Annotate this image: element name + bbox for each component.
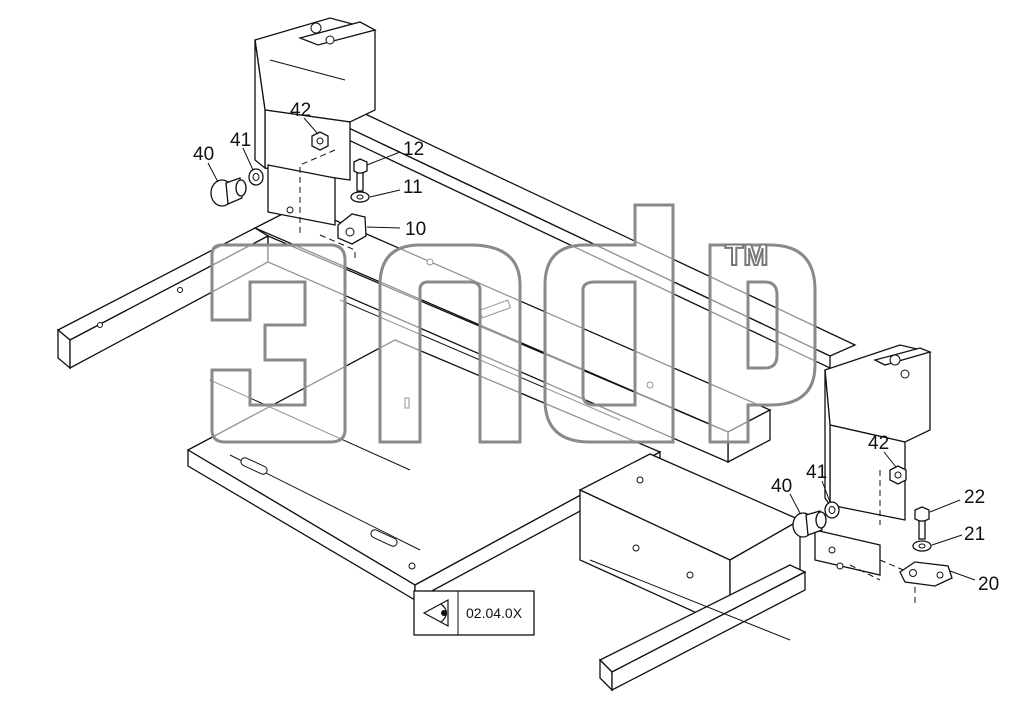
leader-line bbox=[366, 151, 401, 166]
leader-line bbox=[949, 570, 976, 581]
watermark-letter bbox=[210, 243, 347, 444]
callout-21: 21 bbox=[964, 524, 985, 545]
bolt-hole bbox=[325, 35, 335, 45]
hidden-line bbox=[299, 149, 336, 235]
bumper-part-40-stud bbox=[235, 179, 247, 197]
right-upright-cap bbox=[873, 347, 932, 366]
bolt-hole bbox=[900, 369, 910, 379]
view-reference-box[interactable]: 02.04.0X bbox=[413, 590, 535, 636]
right-mount-plate bbox=[814, 529, 881, 576]
callout-12: 12 bbox=[403, 139, 424, 160]
left-upright-cap bbox=[297, 21, 377, 46]
leader-line bbox=[303, 117, 319, 135]
watermark: TM bbox=[210, 203, 817, 444]
bolt-hole bbox=[836, 562, 844, 570]
callout-11: 11 bbox=[403, 177, 423, 198]
washer-part-11-hole bbox=[356, 194, 364, 200]
leader-line bbox=[369, 189, 401, 198]
callout-41: 41 bbox=[230, 130, 251, 151]
bolt-hole bbox=[177, 287, 183, 293]
nut-part-42-hole bbox=[894, 471, 902, 479]
left-mount-parts bbox=[210, 131, 370, 245]
watermark-trademark: TM bbox=[725, 239, 768, 272]
view-reference-frame bbox=[413, 590, 535, 636]
hidden-line bbox=[849, 564, 881, 581]
bolt-hole bbox=[828, 546, 836, 554]
callout-labels: 42 41 40 12 11 10 42 41 40 22 21 20 bbox=[193, 100, 999, 595]
view-reference-code: 02.04.0X bbox=[466, 605, 523, 621]
bolt-part-22-head bbox=[914, 506, 930, 523]
callout-41: 41 bbox=[806, 462, 827, 483]
leader-line bbox=[207, 162, 219, 183]
bolt-hole bbox=[632, 544, 640, 552]
frame-detail-line bbox=[269, 59, 346, 81]
bracket-part-20-hole bbox=[909, 569, 917, 577]
callout-22: 22 bbox=[964, 487, 985, 508]
leader-line bbox=[821, 480, 831, 503]
bolt-hole bbox=[636, 476, 644, 484]
watermark-letter bbox=[378, 243, 522, 444]
bumper-part-40-stud bbox=[815, 511, 827, 529]
callout-40: 40 bbox=[771, 476, 792, 497]
nut-part-42-hole bbox=[316, 137, 324, 145]
bracket-part-10-hole bbox=[345, 227, 355, 237]
leader-lines bbox=[207, 117, 976, 581]
bolt-part-12-shank bbox=[356, 172, 364, 192]
leader-line bbox=[883, 451, 897, 468]
bracket-part-20 bbox=[899, 561, 953, 587]
leader-line bbox=[789, 493, 801, 514]
leader-line bbox=[242, 147, 254, 171]
washer-part-41-hole bbox=[828, 506, 836, 514]
eye-icon bbox=[422, 598, 449, 628]
callout-40: 40 bbox=[193, 144, 214, 165]
washer-part-21-hole bbox=[918, 543, 926, 549]
hidden-line bbox=[879, 559, 916, 605]
bolt-hole bbox=[686, 571, 694, 579]
front-rail-side bbox=[611, 570, 806, 692]
leader-line bbox=[366, 226, 401, 229]
callout-20: 20 bbox=[978, 574, 999, 595]
watermark-letter bbox=[543, 203, 675, 444]
watermark-letter bbox=[708, 243, 817, 444]
bolt-hole bbox=[286, 206, 294, 214]
left-upright-edge bbox=[254, 39, 266, 170]
bracket-part-20-hole bbox=[936, 571, 944, 579]
bolt-hole bbox=[310, 22, 322, 34]
bolt-hole bbox=[889, 354, 901, 366]
bolt-hole bbox=[408, 562, 416, 570]
frame-detail-line bbox=[589, 559, 791, 641]
leader-line bbox=[929, 499, 961, 513]
left-upright-box bbox=[267, 164, 336, 226]
leader-line bbox=[931, 534, 963, 546]
callout-42: 42 bbox=[290, 100, 311, 121]
callout-42: 42 bbox=[868, 433, 889, 454]
hidden-line bbox=[319, 234, 356, 262]
deck-slot bbox=[240, 457, 268, 475]
callout-10: 10 bbox=[405, 219, 426, 240]
right-mount-parts bbox=[792, 465, 953, 587]
bolt-hole bbox=[97, 322, 103, 328]
deck-slot bbox=[370, 529, 398, 547]
bolt-part-12-head bbox=[353, 158, 368, 175]
washer-part-41-hole bbox=[252, 173, 260, 181]
bolt-part-22-shank bbox=[918, 520, 926, 540]
